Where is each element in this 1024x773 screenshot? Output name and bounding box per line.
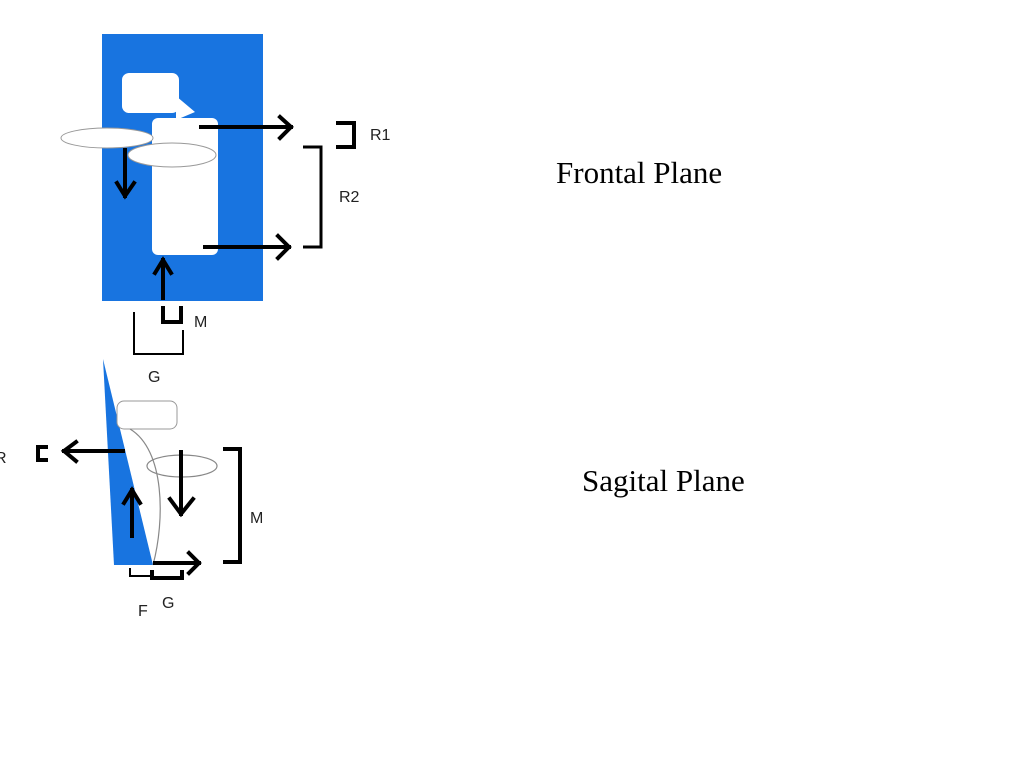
frontal-neck (176, 96, 195, 120)
frontal-left-disk (60, 127, 154, 149)
sagittal-r-label: R (0, 450, 7, 467)
frontal-g-bracket (133, 312, 184, 355)
sagittal-m-label: M (250, 510, 263, 527)
r2-bracket (303, 145, 323, 249)
frontal-plane-title: Frontal Plane (556, 155, 723, 190)
sagittal-f-bracket (129, 568, 152, 577)
sagittal-r-bracket (36, 445, 48, 462)
sagittal-head (116, 400, 178, 430)
frontal-diagram: R1 R2 M G (60, 34, 391, 386)
frontal-down-arrow (114, 148, 137, 200)
frontal-m-bracket (161, 306, 183, 324)
r2-label: R2 (339, 189, 360, 206)
r1-label: R1 (370, 127, 391, 144)
sagittal-down-arrow (167, 450, 196, 518)
frontal-up-arrow (152, 256, 174, 300)
sagittal-m-bracket (223, 447, 242, 564)
sagittal-f-label: F (138, 603, 148, 620)
sagittal-right-arrow (153, 550, 202, 576)
sagittal-plane-title: Sagital Plane (582, 463, 745, 498)
frontal-g-label: G (148, 369, 160, 386)
frontal-m-label: M (194, 314, 207, 331)
r1-bracket (336, 121, 356, 149)
sagittal-spine-curve (129, 428, 161, 566)
sagittal-g-label: G (162, 595, 174, 612)
frontal-lower-right-arrow (203, 233, 292, 261)
sagittal-left-arrow (60, 439, 125, 464)
frontal-head (122, 73, 179, 113)
frontal-upper-right-arrow (199, 114, 294, 141)
sagittal-diagram: R M G F (0, 359, 263, 620)
sagittal-blue-wedge (103, 359, 153, 565)
frontal-body (152, 118, 218, 255)
sagittal-up-arrow (121, 486, 143, 538)
frontal-right-disk (127, 142, 217, 168)
sagittal-g-bracket (150, 570, 184, 580)
